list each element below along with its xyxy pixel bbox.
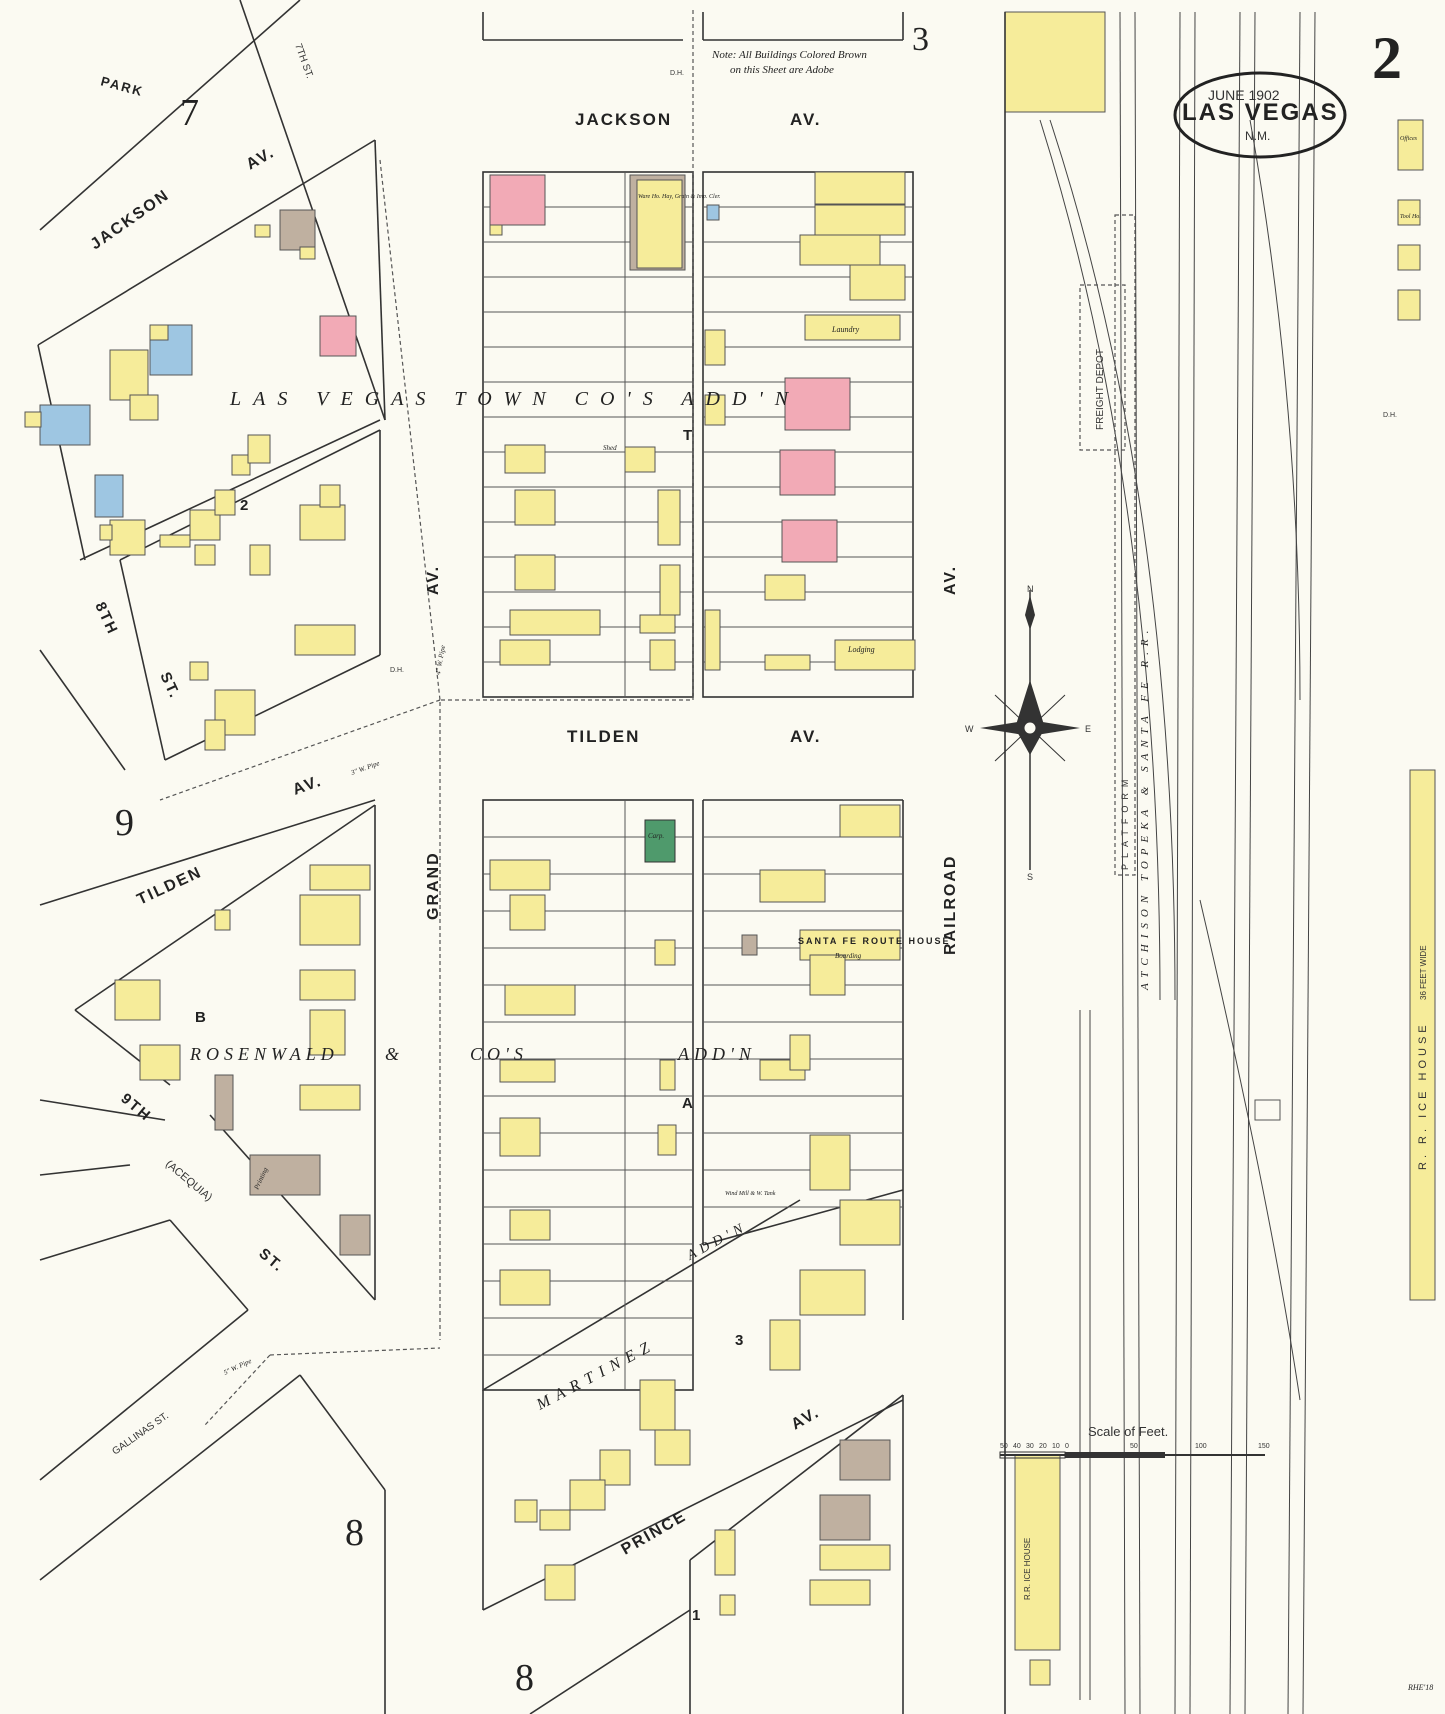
rosenwald-addn: ROSENWALD: [189, 1044, 339, 1064]
title-city: LAS VEGAS: [1182, 99, 1339, 126]
scale-tick-6: 50: [1130, 1443, 1138, 1450]
adjacent-sheet-7: 7: [180, 92, 199, 134]
scale-tick-2: 30: [1026, 1443, 1034, 1450]
rosenwald-amp: &: [385, 1044, 399, 1064]
compass-n: N: [1027, 584, 1034, 594]
note-line-2: on this Sheet are Adobe: [730, 64, 834, 76]
offices-label: Offices: [1400, 135, 1418, 142]
street-8th-st: ST.: [156, 670, 183, 702]
compass-w: W: [965, 724, 974, 734]
railway-line-name: ATCHISON TOPEKA & SANTA FE R.R.: [1139, 625, 1151, 991]
title-state: N.M.: [1245, 129, 1270, 143]
freight-depot-label: FREIGHT DEPOT: [1095, 349, 1106, 430]
street-railroad-av: AV.: [942, 565, 959, 595]
adjacent-sheet-9: 9: [115, 802, 134, 844]
warehouse-label: Ware Ho. Hay, Grain & Imp. Cler.: [638, 194, 721, 200]
ice-house-right: R. R. ICE HOUSE: [1417, 1021, 1429, 1170]
scale-tick-7: 100: [1195, 1443, 1207, 1450]
note-line-1: Note: All Buildings Colored Brown: [711, 49, 867, 61]
street-7th: 7TH ST.: [292, 42, 315, 80]
pipe-label-3: 5" W. Pipe: [222, 1357, 252, 1377]
scale-bar: [999, 1451, 1265, 1459]
martinez-addn-label: ADD'N: [684, 1219, 750, 1264]
adjacent-sheet-top: 3: [912, 21, 929, 58]
adjacent-sheet-8-bottom: 8: [515, 1657, 534, 1699]
scale-tick-3: 20: [1039, 1443, 1047, 1450]
scale-tick-4: 10: [1052, 1443, 1060, 1450]
rosenwald-cos: CO'S: [470, 1044, 528, 1064]
adjacent-sheet-8-left: 8: [345, 1512, 364, 1554]
block-3: 3: [735, 1332, 745, 1349]
street-railroad: RAILROAD: [942, 855, 959, 955]
railway-tracks: [1004, 11, 1316, 1714]
ice-house-bottom: R.R. ICE HOUSE: [1023, 1538, 1032, 1600]
street-jackson-top: JACKSON: [575, 110, 672, 129]
street-9th: 9TH: [117, 1090, 154, 1125]
ice-house-right-dims: 36 FEET WIDE: [1419, 945, 1428, 1000]
lodging-label: Lodging: [847, 645, 875, 654]
title-date: JUNE 1902: [1208, 87, 1280, 103]
street-8th: 8TH: [91, 600, 121, 638]
sheet-number: 2: [1372, 25, 1402, 91]
scale-tick-0: 50: [1000, 1443, 1008, 1450]
carpenter-label: Carp.: [648, 832, 664, 840]
dh-label-1: D.H.: [670, 70, 684, 77]
printing-label: Printing: [252, 1166, 270, 1192]
tool-ho-label: Tool Ho.: [1400, 214, 1421, 220]
scale-label: Scale of Feet.: [1088, 1424, 1168, 1439]
street-jackson-top-av: AV.: [790, 110, 822, 129]
santa-fe-label: SANTA FE ROUTE HOUSE: [798, 936, 951, 946]
pipe-label-1: 4" W. Pipe: [434, 645, 447, 676]
wind-mill-label: Wind Mill & W. Tank: [725, 1191, 776, 1197]
street-tilden-left: TILDEN: [135, 864, 205, 909]
street-9th-st: ST.: [255, 1245, 287, 1276]
street-grand-av: AV.: [425, 565, 442, 595]
boarding-label: Boarding: [835, 952, 862, 960]
martinez-addn: MARTINEZ: [533, 1336, 659, 1414]
block-a: A: [682, 1095, 695, 1112]
park-label: PARK: [99, 73, 145, 99]
street-jackson-left-av: AV.: [244, 144, 278, 174]
dh-label-3: D.H.: [1383, 412, 1397, 419]
block-2: 2: [240, 497, 250, 514]
compass-e: E: [1085, 724, 1091, 734]
platform-label: PLATFORM: [1120, 774, 1130, 870]
rosenwald-addn-label: ADD'N: [677, 1044, 756, 1064]
scale-tick-5: 0: [1065, 1443, 1069, 1450]
street-tilden-left-av: AV.: [291, 773, 325, 799]
street-grand: GRAND: [425, 851, 442, 920]
scale-tick-1: 40: [1013, 1443, 1021, 1450]
street-prince: PRINCE: [619, 1508, 690, 1559]
street-tilden-mid: TILDEN: [567, 727, 640, 746]
block-t: T: [683, 427, 694, 444]
town-co-addn: LAS VEGAS TOWN CO'S ADD'N: [229, 388, 800, 410]
title-oval: [1173, 71, 1347, 159]
corner-mark: RHE'18: [1407, 1683, 1433, 1692]
scale-tick-8: 150: [1258, 1443, 1270, 1450]
buildings: [24, 11, 1436, 1686]
pipe-label-2: 3" W. Pipe: [349, 759, 381, 777]
compass-s: S: [1027, 872, 1033, 882]
street-prince-av: AV.: [789, 1404, 823, 1434]
street-gallinas: GALLINAS ST.: [110, 1411, 170, 1458]
street-acequia: (ACEQUIA): [163, 1158, 214, 1204]
block-b: B: [195, 1009, 208, 1026]
laundry-label: Laundry: [831, 325, 860, 334]
shed-label: Shed: [603, 444, 617, 452]
street-jackson-left: JACKSON: [88, 186, 173, 253]
block-1: 1: [692, 1607, 702, 1624]
compass-rose: [980, 590, 1080, 870]
dh-label-2: D.H.: [390, 667, 404, 674]
street-tilden-mid-av: AV.: [790, 727, 822, 746]
